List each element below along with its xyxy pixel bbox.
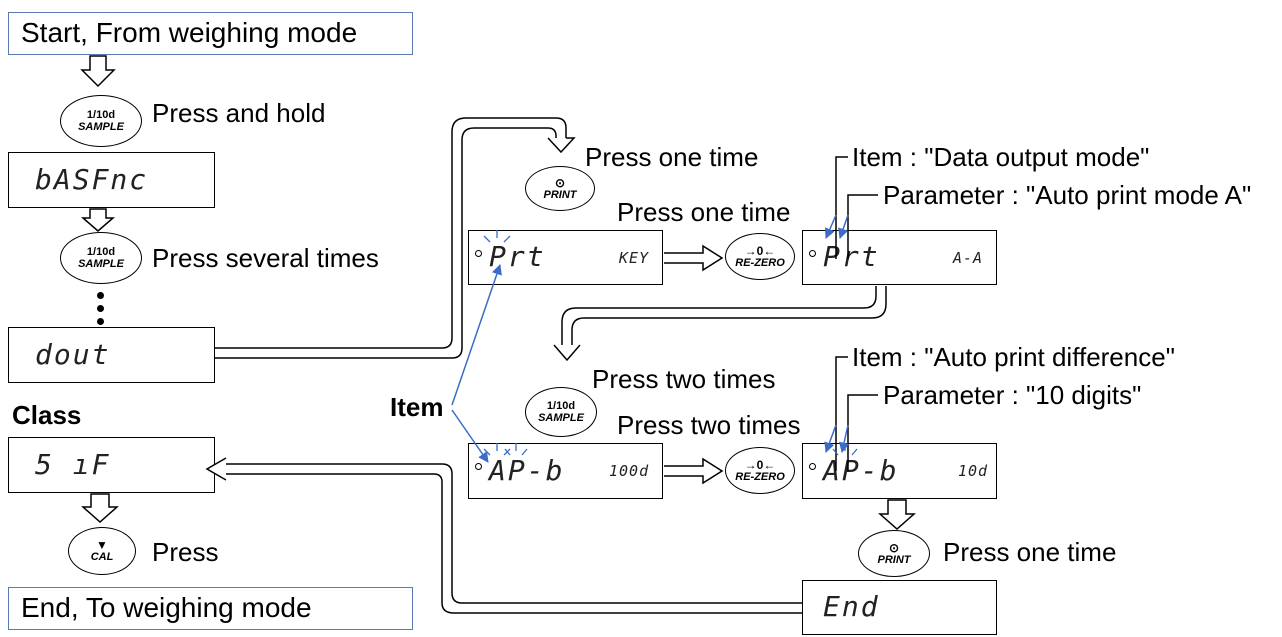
ellipsis-dot-2: [97, 305, 104, 312]
ellipsis-dot-1: [97, 292, 104, 299]
indicator-arrow-apb-item: [824, 424, 837, 453]
print-key-2-label: PRINT: [877, 553, 911, 566]
sample-key-2-top: 1/10d: [86, 246, 116, 258]
indicator-arrow-prt-param: [838, 214, 849, 239]
press-several-label: Press several times: [152, 243, 379, 273]
press-two-times-label-1: Press two times: [592, 364, 776, 394]
display-dout: dout: [8, 327, 215, 383]
param-10-digits-leader: [847, 394, 878, 471]
param-10-digits-annotation: Parameter : "10 digits": [883, 380, 1142, 410]
display-apb-100d: AP-b 100d: [468, 443, 663, 499]
double-line-print-arrowhead: [547, 137, 576, 154]
display-apb-10d: AP-b 10d: [802, 443, 997, 499]
ellipsis-dot-3: [97, 318, 104, 325]
sample-key-3-top: 1/10d: [546, 400, 576, 412]
param-auto-print-a-annotation: Parameter : "Auto print mode A": [883, 180, 1252, 210]
display-basfnc-text: bASFnc: [35, 163, 149, 196]
blink-rays: [483, 230, 858, 456]
print-icon: ⊙: [554, 175, 566, 190]
print-icon-2: ⊙: [888, 540, 900, 555]
rezero-key-2[interactable]: →0← RE-ZERO: [725, 447, 795, 494]
display-prt-aa-param: A-A: [953, 249, 984, 267]
indicator-arrow-prt-item: [824, 214, 837, 239]
double-line-sif-arrowhead: [205, 457, 227, 481]
cal-key[interactable]: ▼ CAL: [68, 527, 136, 575]
print-key[interactable]: ⊙ PRINT: [525, 166, 595, 211]
press-two-times-label-2: Press two times: [617, 410, 801, 440]
display-dout-text: dout: [35, 338, 111, 371]
item-auto-print-diff-leader: [835, 356, 848, 471]
press-and-hold-label: Press and hold: [152, 98, 326, 128]
sample-key-top: 1/10d: [86, 109, 116, 121]
display-apb-100d-param: 100d: [609, 462, 650, 480]
double-line-prt-to-sample: [561, 286, 877, 345]
display-prt-key-dot: [475, 250, 482, 257]
rezero-icon: →0←: [744, 243, 776, 258]
rezero-key-2-label: RE-ZERO: [735, 470, 785, 483]
display-prt-key: Prt KEY: [468, 230, 663, 285]
display-basfnc: bASFnc: [8, 152, 215, 208]
display-apb-10d-dot: [809, 463, 816, 470]
sample-key-3[interactable]: 1/10d SAMPLE: [525, 387, 597, 437]
hollow-arrow-apb-10d: [878, 499, 916, 531]
press-label: Press: [152, 537, 219, 567]
param-auto-print-a-leader: [847, 194, 878, 259]
sample-key-2[interactable]: 1/10d SAMPLE: [60, 232, 142, 284]
press-one-time-label-2: Press one time: [617, 197, 791, 227]
rezero-key-label: RE-ZERO: [735, 256, 785, 269]
double-line-end-to-sif: [226, 463, 802, 604]
sample-key[interactable]: 1/10d SAMPLE: [60, 95, 142, 147]
start-box: Start, From weighing mode: [8, 12, 413, 55]
print-key-2[interactable]: ⊙ PRINT: [858, 530, 930, 577]
sample-key-3-label: SAMPLE: [538, 412, 584, 424]
double-line-dout-to-print: [215, 117, 567, 349]
cal-key-label: CAL: [90, 551, 114, 563]
display-prt-aa-main: Prt: [823, 240, 880, 273]
item-data-output-leader: [835, 156, 848, 259]
display-prt-aa: Prt A-A: [802, 230, 997, 285]
sample-key-2-label: SAMPLE: [78, 258, 124, 270]
class-heading: Class: [12, 400, 82, 430]
indicator-arrow-apb-param: [838, 424, 850, 454]
end-box: End, To weighing mode: [8, 587, 413, 630]
press-one-time-label-3: Press one time: [943, 537, 1117, 567]
hollow-arrow-prt-rezero: [664, 244, 724, 272]
hollow-arrow-basfnc: [80, 208, 116, 232]
sample-key-label: SAMPLE: [78, 121, 124, 133]
hollow-arrow-sif: [81, 493, 119, 524]
item-data-output-annotation: Item : "Data output mode": [852, 142, 1150, 172]
hollow-arrow-apb-rezero: [664, 457, 724, 485]
rezero-key[interactable]: →0← RE-ZERO: [725, 233, 795, 280]
hollow-arrow-start: [80, 55, 116, 88]
item-arrow-down: [451, 409, 489, 463]
display-apb-100d-main: AP-b: [489, 454, 565, 487]
display-prt-aa-dot: [809, 250, 816, 257]
display-sif-text: 5 ıF: [35, 448, 111, 481]
display-apb-10d-param: 10d: [958, 462, 989, 480]
press-one-time-label-1: Press one time: [585, 142, 759, 172]
display-apb-10d-main: AP-b: [823, 454, 899, 487]
item-auto-print-diff-annotation: Item : "Auto print difference": [852, 342, 1175, 372]
display-prt-key-param: KEY: [619, 249, 650, 267]
display-end: End: [802, 580, 997, 635]
display-apb-100d-dot: [475, 463, 482, 470]
double-line-sample-arrowhead: [553, 344, 581, 362]
rezero-icon-2: →0←: [744, 457, 776, 472]
item-label: Item: [390, 392, 444, 422]
display-end-text: End: [823, 590, 880, 623]
print-key-label: PRINT: [543, 188, 577, 201]
cal-triangle-icon: ▼: [96, 538, 108, 552]
display-sif: 5 ıF: [8, 437, 215, 493]
item-arrow-up: [451, 264, 502, 406]
